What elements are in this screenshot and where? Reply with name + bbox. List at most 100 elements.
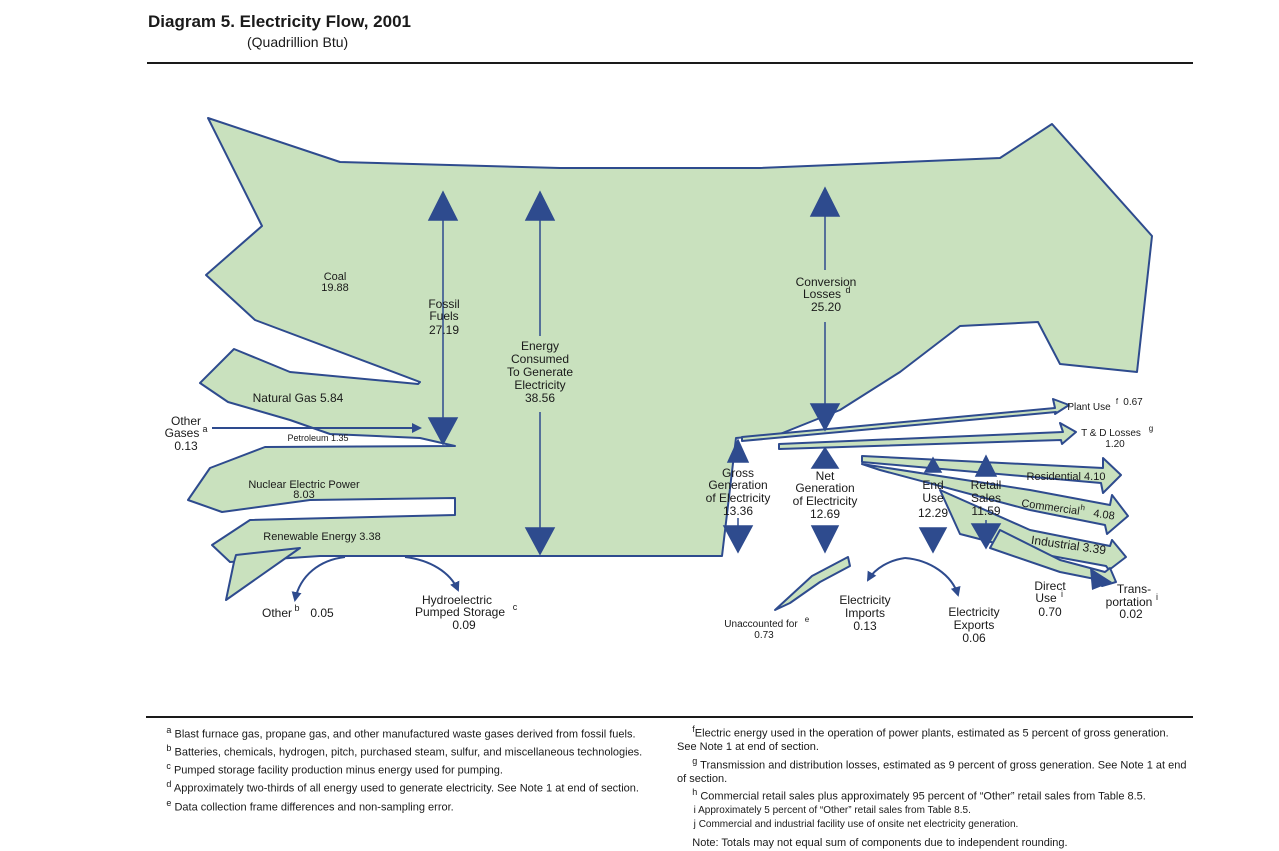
footnote-e: e Data collection frame differences and … (166, 797, 454, 814)
transportation-value: 0.02 (1119, 607, 1143, 621)
other-gases-l2: Gases (165, 426, 200, 440)
fossil-up-arrowhead (427, 190, 459, 221)
other-gases-l1: Other (171, 414, 201, 428)
td-losses-value: 1.20 (1105, 439, 1125, 450)
net-up-arrowhead (810, 446, 840, 469)
coal-label: Coal (324, 271, 347, 283)
residential-flow (861, 455, 1122, 494)
fossil-value: 27.19 (429, 323, 459, 337)
nuclear-value: 8.03 (293, 489, 314, 501)
energy-consumed-l1: Energy (521, 339, 559, 353)
hydro-sup: c (513, 602, 518, 612)
footnote-note: Note: Totals may not equal sum of compon… (692, 837, 1068, 850)
td-losses-sup: g (1149, 424, 1153, 433)
direct-use-arrowhead (1090, 568, 1112, 590)
footnote-c: c Pumped storage facility production min… (166, 761, 503, 777)
conversion-l2: Losses (803, 287, 841, 301)
hydro-l1: Hydroelectric (422, 593, 492, 607)
end-use-l1: End (922, 478, 943, 492)
net-down-arrowhead (810, 525, 840, 554)
unaccounted-value: 0.73 (754, 630, 774, 641)
footnote-h: h Commercial retail sales plus approxima… (692, 787, 1146, 803)
conversion-l1: Conversion (796, 275, 857, 289)
exports-outflow-arrow (904, 557, 961, 597)
direct-use-l2: Use (1035, 591, 1057, 605)
bottom-rule (146, 716, 1193, 718)
fossil-label-2: Fuels (429, 309, 458, 323)
other-gases-sup: a (202, 424, 207, 434)
energy-consumed-value: 38.56 (525, 391, 555, 405)
net-l2: Generation (795, 481, 854, 495)
unaccounted-label: Unaccounted for (724, 619, 798, 630)
imports-l1: Electricity (839, 593, 890, 607)
fossil-label-1: Fossil (428, 297, 459, 311)
net-value: 12.69 (810, 507, 840, 521)
exports-value: 0.06 (962, 631, 986, 645)
direct-use-l1: Direct (1034, 579, 1066, 593)
conversion-value: 25.20 (811, 300, 841, 314)
energy-consumed-l3: To Generate (507, 365, 573, 379)
retail-up-arrowhead (974, 454, 998, 477)
gross-value: 13.36 (723, 504, 753, 518)
other-sup: b (294, 603, 299, 613)
conversion-sup: d (845, 285, 850, 295)
footnotes-left: a Blast furnace gas, propane gas, and ot… (145, 724, 645, 815)
net-l1: Net (816, 469, 835, 483)
plant-use-sup: f (1116, 397, 1119, 406)
plant-use-label: Plant Use (1067, 402, 1111, 413)
nuclear-label: Nuclear Electric Power (248, 479, 360, 491)
retail-value: 11.59 (971, 504, 1000, 518)
imports-l2: Imports (845, 606, 885, 620)
conversion-down-arrowhead (809, 403, 841, 432)
natural-gas-label: Natural Gas 5.84 (253, 391, 344, 405)
renewable-label: Renewable Energy 3.38 (263, 531, 380, 543)
page-title: Diagram 5. Electricity Flow, 2001 (148, 12, 411, 31)
retail-l1: Retail (971, 478, 1002, 492)
other-value: 0.05 (310, 606, 334, 620)
residential-label: Residential 4.10 (1027, 471, 1106, 483)
plant-use-value: 0.67 (1123, 397, 1143, 408)
petroleum-label: Petroleum 1.35 (287, 433, 348, 443)
unaccounted-flow (774, 556, 851, 611)
transportation-l2: portation (1106, 595, 1153, 609)
main-flow-band (187, 117, 1153, 563)
footnote-i: i Approximately 5 percent of “Other” ret… (693, 805, 971, 817)
conversion-up-arrowhead (809, 186, 841, 217)
footnotes-right: fElectric energy used in the operation o… (677, 723, 1187, 851)
end-use-l2: Use (922, 491, 944, 505)
energy-consumed-up-arrowhead (524, 190, 556, 221)
commercial-sup: h (1080, 503, 1086, 513)
hydro-l2: Pumped Storage (415, 605, 505, 619)
imports-inflow-arrow (866, 557, 906, 582)
direct-use-value: 0.70 (1038, 605, 1062, 619)
gross-l1: Gross (722, 466, 754, 480)
gross-up-arrowhead (726, 438, 750, 463)
hydro-outflow-arrow (404, 556, 460, 592)
commercial-flow (861, 463, 1129, 535)
end-use-value: 12.29 (918, 506, 948, 520)
transportation-flow (989, 529, 1117, 587)
imports-value: 0.13 (853, 619, 877, 633)
renewable-tail (225, 547, 301, 601)
footnote-f: fElectric energy used in the operation o… (677, 724, 1169, 754)
footnote-g: g Transmission and distribution losses, … (677, 755, 1187, 785)
transportation-l1: Trans- (1117, 582, 1151, 596)
footnote-d: d Approximately two-thirds of all energy… (166, 779, 639, 796)
transportation-sup: i (1156, 592, 1158, 602)
net-l3: of Electricity (793, 494, 858, 508)
footnote-a: a Blast furnace gas, propane gas, and ot… (166, 725, 636, 741)
exports-l2: Exports (954, 618, 995, 632)
gross-l2: Generation (708, 478, 767, 492)
energy-consumed-down-arrowhead (524, 527, 556, 556)
commercial-value: 4.08 (1093, 508, 1116, 523)
unaccounted-sup: e (805, 615, 810, 624)
td-losses-label: T & D Losses (1081, 428, 1141, 439)
td-losses-flow (778, 422, 1077, 450)
direct-use-sup: i (1061, 589, 1063, 599)
other-inflow-arrow (291, 556, 346, 602)
hydro-value: 0.09 (452, 618, 476, 632)
energy-consumed-l4: Electricity (514, 378, 565, 392)
enduse-up-arrowhead (923, 456, 943, 473)
fossil-down-arrowhead (427, 417, 459, 446)
